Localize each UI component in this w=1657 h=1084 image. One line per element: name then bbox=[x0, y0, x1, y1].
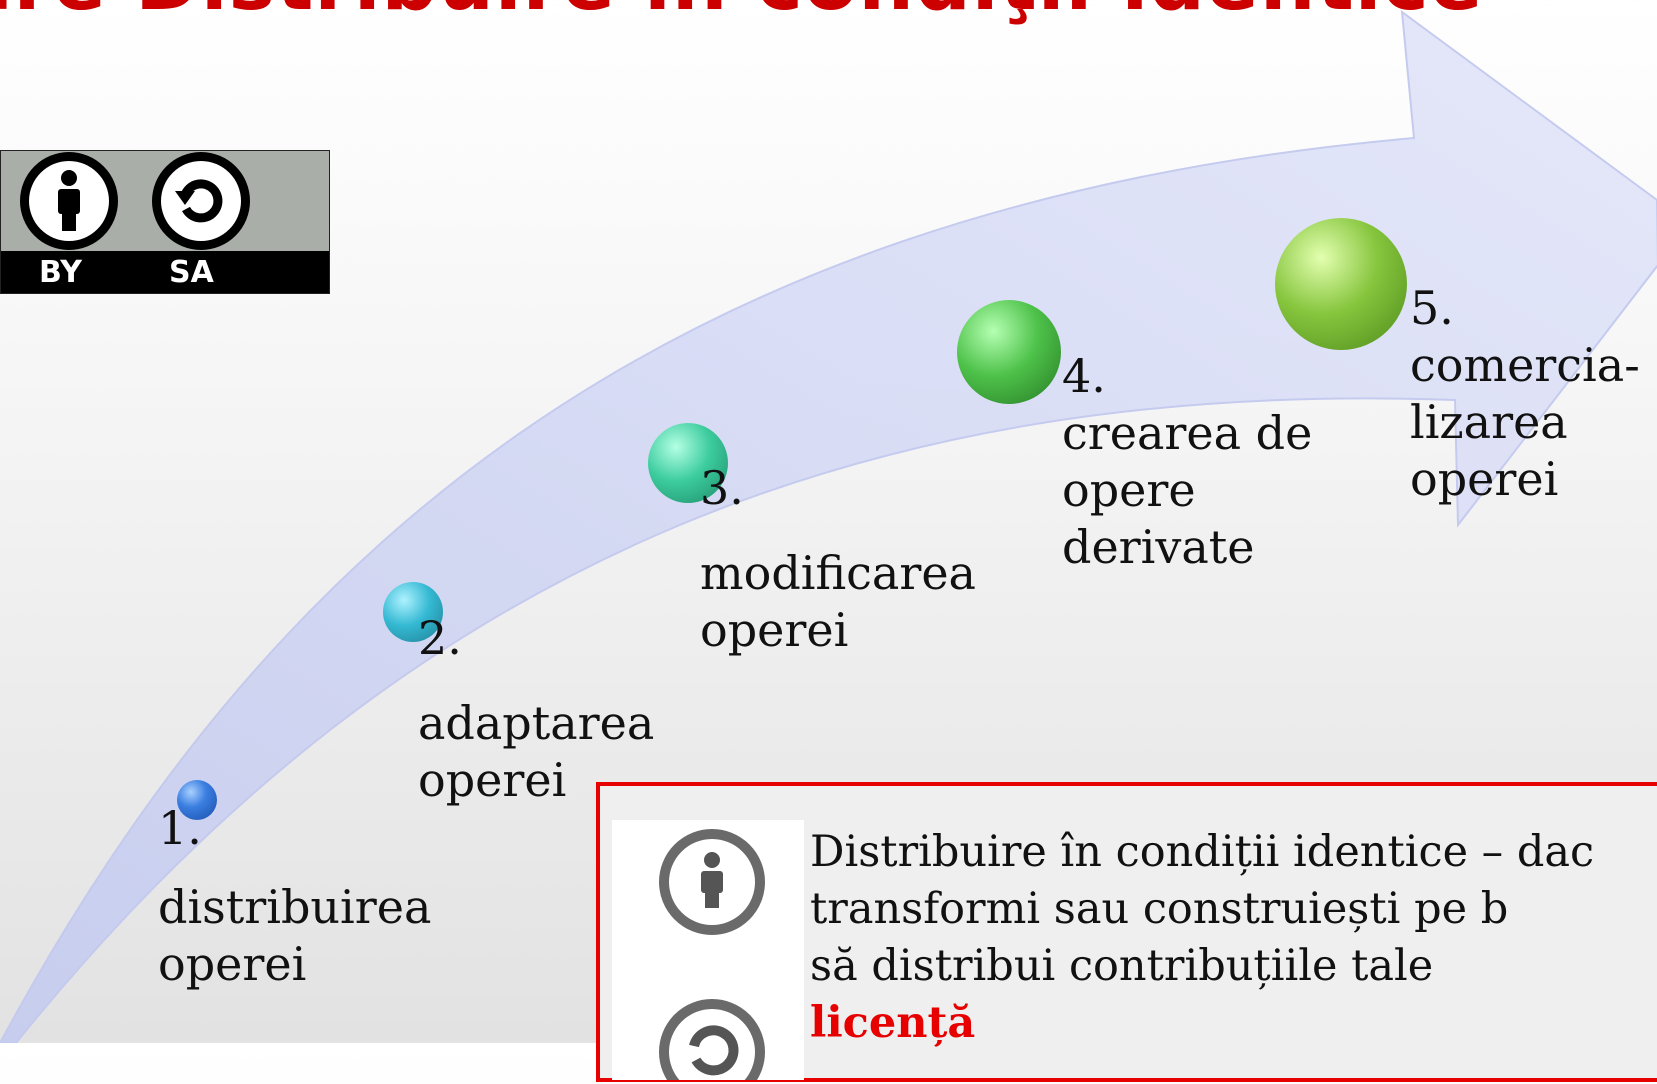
step-4-number: 4. bbox=[1062, 349, 1106, 403]
step-4-label-line-2: opere bbox=[1062, 463, 1196, 517]
step-5: 5. comercia- lizarea operei bbox=[1410, 280, 1640, 508]
cc-by-sa-badge: BY SA bbox=[0, 150, 330, 294]
step-4-label-line-3: derivate bbox=[1062, 520, 1255, 574]
step-1-marker bbox=[177, 780, 217, 820]
step-2-number: 2. bbox=[418, 611, 462, 665]
step-5-number: 5. bbox=[1410, 281, 1454, 335]
step-3: 3. modificarea operei bbox=[700, 460, 976, 659]
step-5-label-line-3: operei bbox=[1410, 452, 1559, 506]
attribution-icon bbox=[20, 152, 118, 250]
process-arrow bbox=[0, 9, 1657, 1043]
slide-title: are Distribuire în condiţii identice bbox=[0, 0, 1484, 28]
step-1: 1. distribuirea operei bbox=[158, 800, 431, 993]
description-line-1: Distribuire în condiții identice – dac bbox=[810, 827, 1595, 877]
share-alike-icon bbox=[659, 999, 765, 1084]
step-4-label-line-1: crearea de bbox=[1062, 406, 1313, 460]
description-line-3: să distribui contribuțiile tale bbox=[810, 941, 1434, 991]
license-description: Distribuire în condiții identice – dac t… bbox=[810, 824, 1657, 1052]
step-5-label-line-1: comercia- bbox=[1410, 338, 1640, 392]
step-3-number: 3. bbox=[700, 461, 744, 515]
step-2: 2. adaptarea operei bbox=[418, 610, 654, 809]
badge-by-label: BY bbox=[39, 255, 82, 290]
step-3-marker bbox=[648, 423, 728, 503]
step-1-label-line-1: distribuirea bbox=[158, 880, 432, 934]
step-1-number: 1. bbox=[158, 801, 202, 855]
attribution-icon bbox=[659, 829, 765, 935]
step-1-label-line-2: operei bbox=[158, 937, 307, 991]
step-5-marker bbox=[1275, 218, 1407, 350]
license-info-box: Distribuire în condiții identice – dac t… bbox=[596, 782, 1657, 1084]
step-2-label-line-1: adaptarea bbox=[418, 696, 655, 750]
step-5-label-line-2: lizarea bbox=[1410, 395, 1568, 449]
share-alike-icon bbox=[152, 152, 250, 250]
step-3-label-line-1: modificarea bbox=[700, 546, 976, 600]
step-2-label-line-2: operei bbox=[418, 753, 567, 807]
badge-sa-label: SA bbox=[169, 255, 214, 290]
description-line-2: transformi sau construiești pe b bbox=[810, 884, 1509, 934]
step-2-marker bbox=[383, 582, 443, 642]
license-icons-panel bbox=[612, 820, 804, 1084]
description-line-4-partial: licență bbox=[810, 998, 976, 1048]
step-3-label-line-2: operei bbox=[700, 603, 849, 657]
step-4: 4. crearea de opere derivate bbox=[1062, 348, 1312, 576]
step-4-marker bbox=[957, 300, 1061, 404]
